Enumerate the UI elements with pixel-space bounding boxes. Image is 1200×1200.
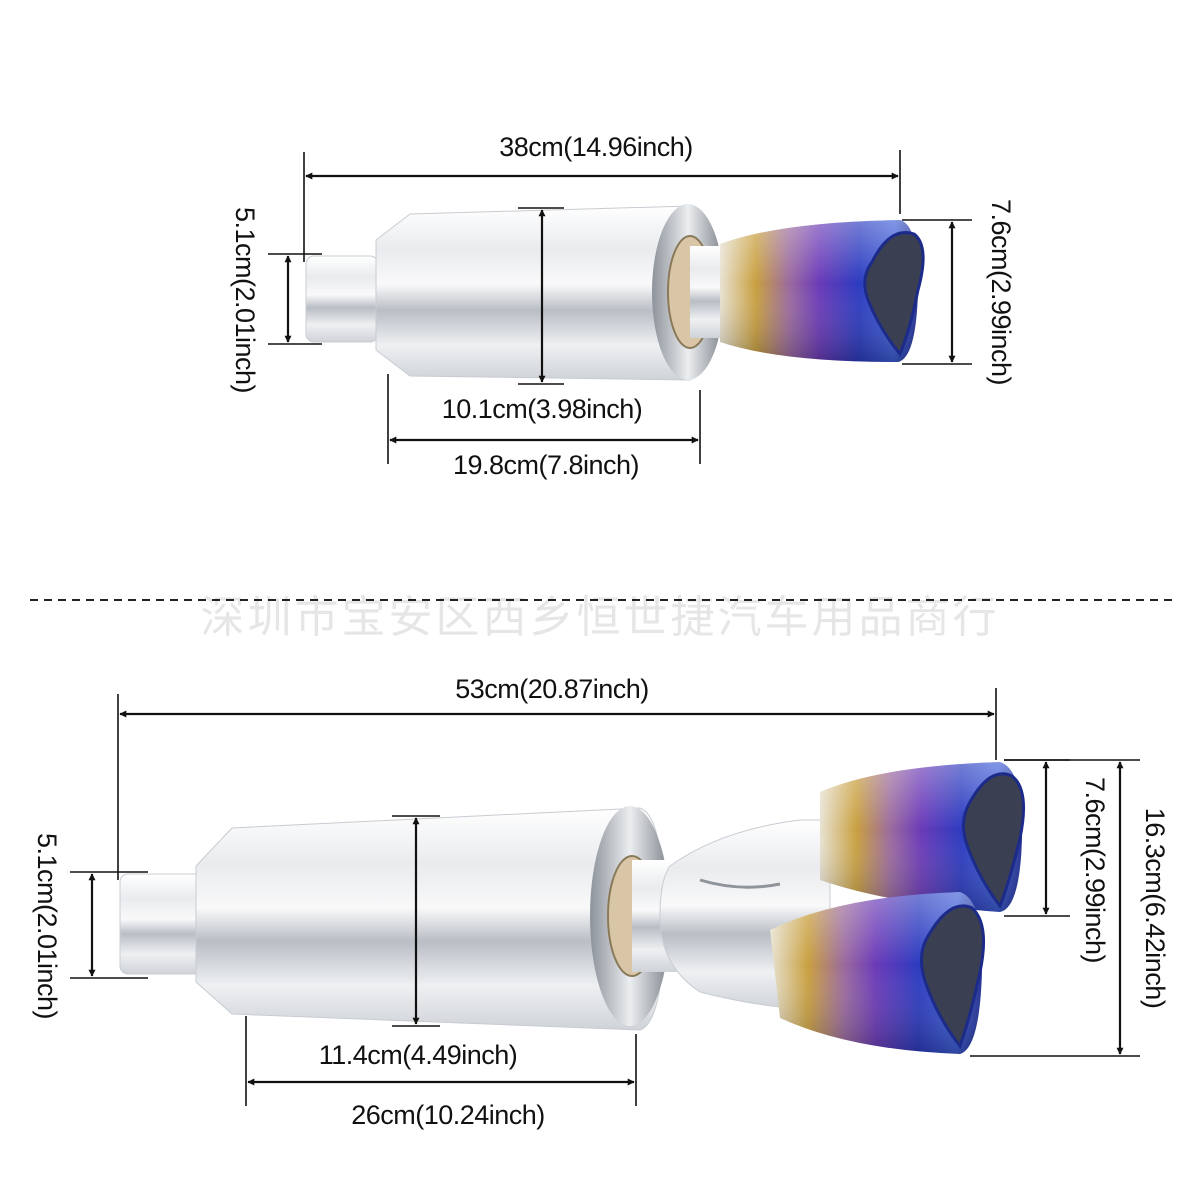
single-outlet-muffler: [305, 204, 925, 381]
dual-upper-tip-opening: [962, 772, 1026, 910]
single-overall-length-dimension: 38cm(14.96inch): [303, 132, 901, 262]
dual-overall-length-dimension: 53cm(20.87inch): [117, 674, 997, 880]
single-tip-opening: [863, 231, 925, 357]
dual-body-diameter-dimension: 11.4cm(4.49inch): [319, 815, 518, 1070]
single-body-length-dimension: 19.8cm(7.8inch): [387, 374, 701, 480]
single-body-diameter-label: 10.1cm(3.98inch): [442, 394, 643, 424]
dual-lower-tip-opening: [920, 904, 986, 1050]
single-body-length-label: 19.8cm(7.8inch): [453, 450, 639, 480]
dual-inlet-diameter-label: 5.1cm(2.01inch): [32, 833, 62, 1019]
dual-body-length-label: 26cm(10.24inch): [351, 1100, 545, 1130]
dual-inlet-diameter-dimension: 5.1cm(2.01inch): [32, 833, 148, 1019]
single-tip-diameter-dimension: 7.6cm(2.99inch): [902, 199, 1016, 385]
single-body-diameter-dimension: 10.1cm(3.98inch): [442, 207, 643, 424]
dual-outlet-muffler: [119, 762, 1026, 1054]
dual-total-height-dimension: 16.3cm(6.42inch): [970, 759, 1170, 1057]
dual-overall-length-label: 53cm(20.87inch): [455, 674, 649, 704]
dual-total-height-label: 16.3cm(6.42inch): [1140, 808, 1170, 1009]
watermark-text: 深圳市宝安区西乡恒世捷汽车用品商行: [201, 592, 1000, 643]
single-inlet-pipe: [305, 255, 379, 343]
dual-tip-diameter-label: 7.6cm(2.99inch): [1080, 777, 1110, 963]
dual-body-diameter-label: 11.4cm(4.49inch): [319, 1040, 518, 1070]
dual-inlet-pipe: [119, 873, 207, 975]
single-inlet-diameter-dimension: 5.1cm(2.01inch): [230, 207, 322, 393]
single-inlet-diameter-label: 5.1cm(2.01inch): [230, 207, 260, 393]
dual-body-length-dimension: 26cm(10.24inch): [245, 1016, 637, 1130]
single-overall-length-label: 38cm(14.96inch): [499, 132, 693, 162]
single-tip-diameter-label: 7.6cm(2.99inch): [986, 199, 1016, 385]
